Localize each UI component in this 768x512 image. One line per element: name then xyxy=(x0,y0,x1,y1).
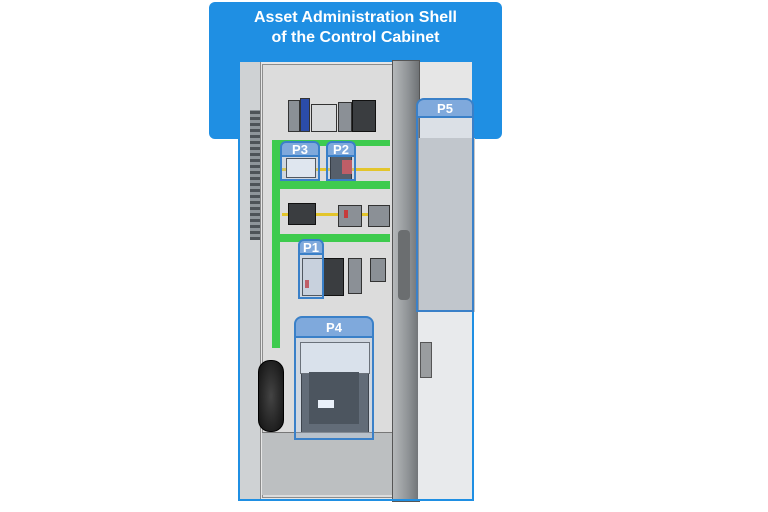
breaker-label xyxy=(318,400,334,408)
top-device xyxy=(352,100,376,132)
indicator xyxy=(344,210,348,218)
part-box-p3 xyxy=(280,155,320,181)
part-box-p1 xyxy=(298,253,324,299)
circuit-breaker-top xyxy=(300,342,370,374)
row-device xyxy=(370,258,386,282)
p1-indicator xyxy=(305,280,309,288)
part-tab-p4: P4 xyxy=(294,316,374,338)
shell-title-line2: of the Control Cabinet xyxy=(271,29,440,46)
top-device xyxy=(311,104,337,132)
circuit-breaker-face xyxy=(309,372,359,424)
shell-title-line1: Asset Administration Shell xyxy=(254,9,457,26)
shell-title: Asset Administration Shell of the Contro… xyxy=(209,8,502,48)
p3-device xyxy=(286,158,316,178)
cabinet-bottom-plate xyxy=(262,432,392,495)
top-device xyxy=(300,98,310,132)
part-tab-p1: P1 xyxy=(298,239,324,255)
side-connector xyxy=(420,342,432,378)
part-tab-p5: P5 xyxy=(416,98,474,118)
mid-device xyxy=(368,205,390,227)
part-box-p2 xyxy=(326,155,356,181)
cabinet-door xyxy=(392,60,420,502)
side-panel xyxy=(418,138,475,312)
fan-icon xyxy=(258,360,284,432)
mid-device xyxy=(288,203,316,225)
cable-duct xyxy=(272,140,280,348)
part-box-p4 xyxy=(294,336,374,440)
cable-duct xyxy=(272,234,390,242)
top-device xyxy=(288,100,300,132)
p2-indicator xyxy=(342,160,352,174)
top-device xyxy=(338,102,352,132)
vent-grille xyxy=(250,110,260,240)
cable-duct xyxy=(272,181,390,189)
door-handle xyxy=(398,230,410,300)
row-device xyxy=(348,258,362,294)
part-box-p5 xyxy=(416,116,474,312)
wire xyxy=(282,213,390,216)
